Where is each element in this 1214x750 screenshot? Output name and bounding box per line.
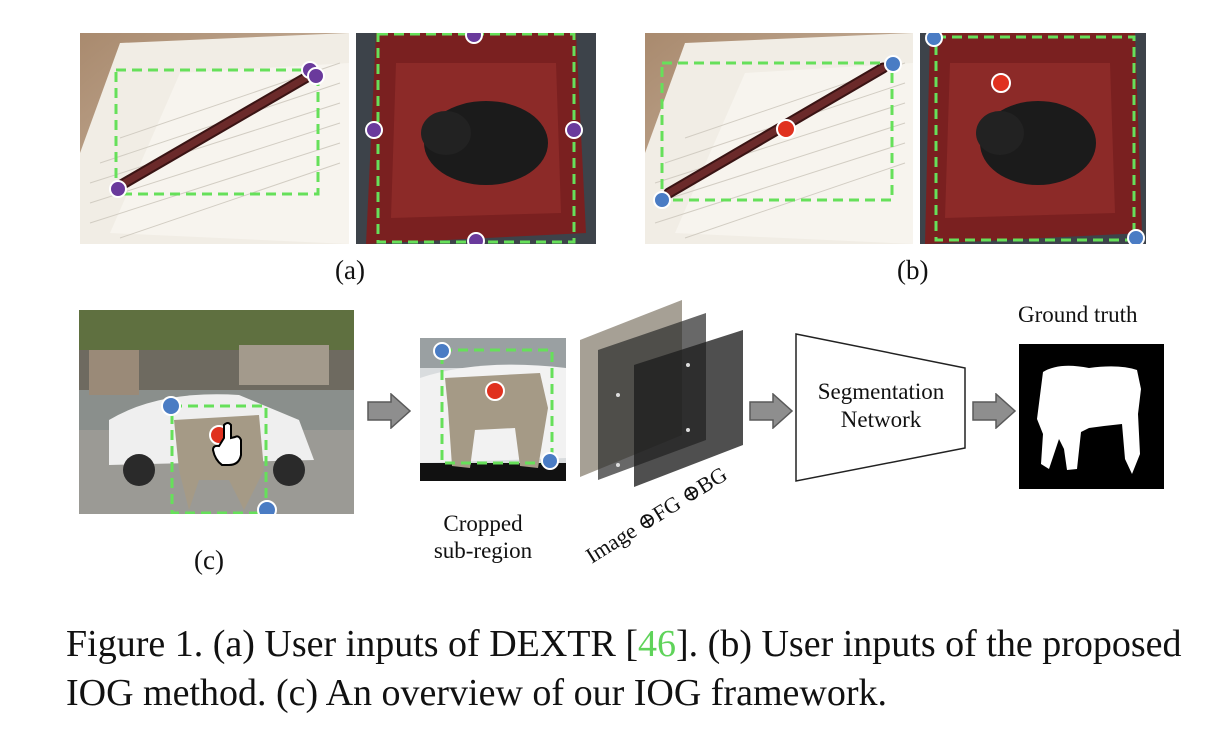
- street-cow-image: [79, 310, 354, 514]
- ground-truth-label: Ground truth: [1018, 302, 1138, 327]
- cropped-sub-region-image: [420, 338, 566, 481]
- arrow-right-icon: [972, 393, 1016, 429]
- caption-part2: ]. (b) User inputs of the proposed IOG m…: [66, 623, 1182, 714]
- notebook-pen-image-a: [80, 33, 349, 244]
- segmentation-network-block: [795, 333, 966, 482]
- cropped-label-line1: Cropped: [443, 511, 523, 536]
- caption-part1: Figure 1. (a) User inputs of DEXTR [: [66, 623, 639, 665]
- cropped-label-line2: sub-region: [433, 538, 533, 563]
- panel-c-label: (c): [194, 545, 224, 575]
- figure-caption: Figure 1. (a) User inputs of DEXTR [46].…: [66, 620, 1196, 718]
- input-layer-stack: [580, 300, 743, 487]
- network-label-line1: Segmentation: [817, 379, 945, 404]
- dog-chair-image-a: [356, 33, 596, 244]
- arrow-right-icon: [367, 393, 411, 429]
- cropped-label: Cropped sub-region: [418, 510, 548, 564]
- caption-reference-link[interactable]: 46: [638, 623, 677, 665]
- ground-truth-mask: [1019, 344, 1164, 489]
- network-label: Segmentation Network: [795, 378, 967, 434]
- panel-a-label: (a): [335, 255, 365, 285]
- notebook-pen-image-b: [645, 33, 913, 244]
- dog-chair-image-b: [920, 33, 1146, 244]
- network-label-line2: Network: [840, 407, 922, 432]
- arrow-right-icon: [749, 393, 793, 429]
- panel-b-label: (b): [897, 255, 929, 285]
